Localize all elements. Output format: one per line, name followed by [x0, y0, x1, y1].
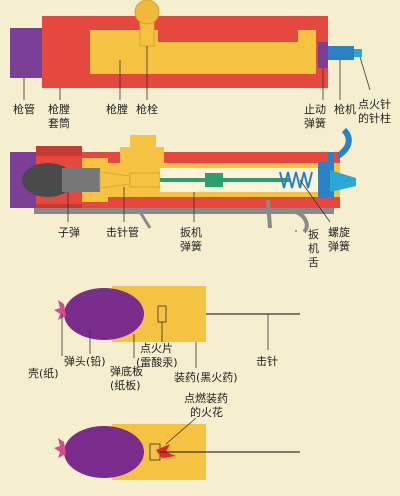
label-chamber-sleeve-2: 套筒 [48, 116, 70, 130]
label-action: 枪机 [334, 102, 356, 116]
chamber-sleeve [42, 16, 78, 88]
label-needle-tip-2: 的针柱 [358, 111, 391, 125]
label-base-plate-2: (纸板) [110, 378, 141, 392]
leader-needle-tip [359, 56, 371, 91]
bullet-lead [64, 288, 144, 340]
shell-paper-tip [54, 300, 66, 320]
action-hook [336, 127, 352, 159]
spark-icon [156, 444, 176, 464]
label-stop-spring-1: 止动 [304, 103, 326, 116]
stop-spring [318, 42, 328, 68]
barrel-end-purple [10, 28, 42, 78]
label-primer-2: (雷酸汞) [136, 355, 178, 369]
label-coil-spring-2: 弹簧 [328, 239, 350, 253]
bolt-knob [134, 0, 160, 25]
exterior-view [10, 0, 362, 88]
striker-tube [129, 172, 161, 188]
label-coil-spring-1: 螺旋 [328, 225, 350, 239]
label-trigger-1: 扳 [308, 227, 319, 241]
label-trigger-spring-1: 扳机 [180, 225, 202, 239]
firing-bullet [64, 426, 144, 478]
trigger-link [266, 199, 272, 229]
label-spark-1: 点燃装药 [184, 391, 228, 405]
cutaway-thread-top [36, 146, 82, 156]
cartridge-case [62, 168, 100, 192]
label-chamber: 枪膛 [106, 102, 128, 116]
needle-tip [354, 49, 362, 57]
leader-coil-spring [299, 179, 331, 223]
needle-tip-head [330, 170, 356, 192]
cutaway-view [10, 127, 356, 234]
label-bolt: 枪栓 [136, 102, 158, 116]
firing-diagram: 点燃装药 的火花 [54, 391, 300, 480]
label-primer-1: 点火片 [140, 342, 173, 355]
label-chamber-sleeve-1: 枪膛 [48, 102, 70, 116]
label-powder: 装药(黑火药) [174, 371, 238, 384]
action-rear [328, 46, 354, 60]
leader-spark [165, 417, 197, 445]
label-base-plate-1: 弹底板 [110, 364, 143, 378]
label-striker-tube: 击针管 [106, 225, 139, 239]
needle-rod [160, 178, 290, 182]
bolt-body [120, 147, 164, 167]
cartridge-diagram [54, 286, 300, 342]
trigger-spring-bar [138, 211, 152, 229]
label-bullet-lead: 弹头(铅) [64, 354, 106, 368]
bullet-in-chamber [22, 163, 74, 197]
label-stop-spring-2: 弹簧 [304, 116, 326, 130]
bolt-slot [158, 28, 298, 42]
label-striker: 击针 [256, 354, 278, 368]
coil-spring [279, 171, 313, 189]
top-labels: 枪管 枪膛 套筒 枪膛 枪栓 止动 弹簧 枪机 点火针 的针柱 [13, 46, 391, 130]
label-trigger-spring-2: 弹簧 [180, 239, 202, 253]
action-plate [318, 162, 328, 198]
label-needle-tip-1: 点火针 [358, 97, 391, 111]
primer [157, 305, 167, 323]
cartridge-labels: 壳(纸) 弹头(铅) 弹底板 (纸板) 点火片 (雷酸汞) 装药(黑火药) 击针 [28, 314, 278, 392]
bolt-top [130, 135, 156, 149]
label-barrel: 枪管 [13, 102, 35, 116]
label-cartridge: 子弹 [58, 225, 80, 239]
trigger-guard-rail [34, 208, 334, 214]
firing-shell-tip [54, 438, 66, 458]
trigger-blade [295, 210, 309, 234]
label-trigger-2: 机 [308, 241, 319, 255]
label-trigger-3: 舌 [308, 256, 319, 269]
label-shell-paper: 壳(纸) [28, 366, 59, 380]
middle-labels: 子弹 击针管 扳机 弹簧 扳 机 舌 螺旋 弹簧 [58, 179, 350, 269]
needle-collar [205, 173, 223, 187]
label-spark-2: 的火花 [190, 405, 223, 419]
